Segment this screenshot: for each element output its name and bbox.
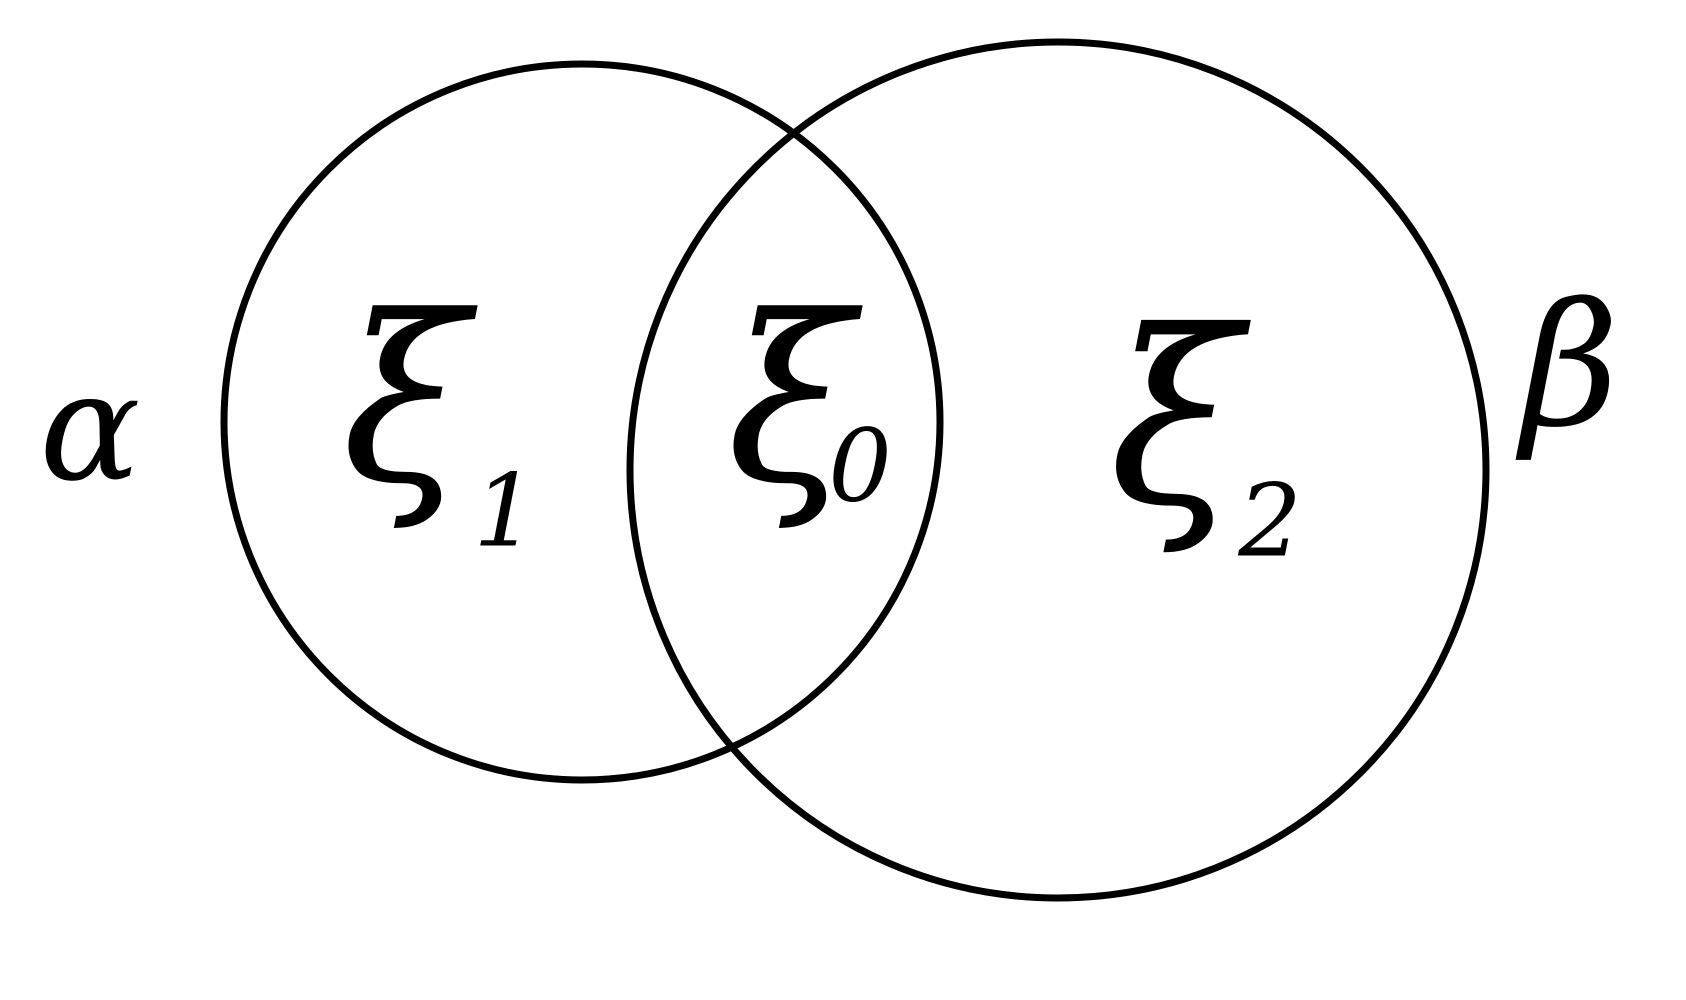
region-xi-1-subscript: 1 <box>473 453 537 570</box>
circle-alpha <box>220 60 944 784</box>
region-xi-2-subscript: 2 <box>1237 463 1302 580</box>
region-xi-2-symbol: ξ <box>1109 279 1251 559</box>
circle-beta <box>626 38 1490 902</box>
region-xi-1-symbol: ξ <box>342 268 478 535</box>
label-alpha: α <box>39 341 140 515</box>
label-beta: β <box>1515 267 1619 465</box>
region-xi-0-symbol: ξ <box>727 268 863 535</box>
region-xi-0-subscript: 0 <box>828 408 892 525</box>
